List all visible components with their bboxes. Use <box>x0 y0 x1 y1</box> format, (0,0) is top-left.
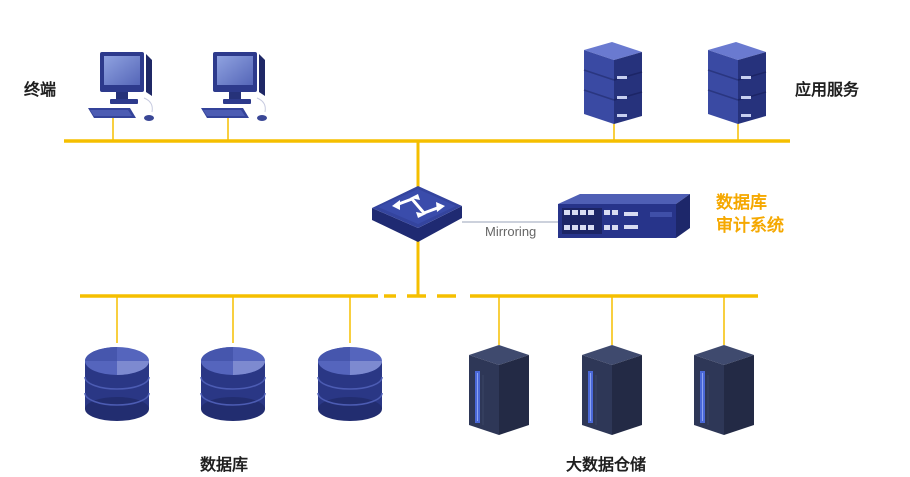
database-cylinder-icon <box>317 346 383 422</box>
server-tower-icon <box>707 41 767 125</box>
audit-system-label-line1: 数据库 <box>716 193 767 213</box>
audit-appliance-icon <box>558 194 690 238</box>
network-switch-icon <box>372 186 462 242</box>
storage-cabinet-icon <box>468 344 530 436</box>
big-data-storage-label: 大数据仓储 <box>566 455 647 474</box>
mirroring-label: Mirroring <box>485 224 537 239</box>
server-tower-icon <box>583 41 643 125</box>
database-cylinder-icon <box>200 346 266 422</box>
terminal-label: 终端 <box>24 80 57 99</box>
storage-cabinet-icon <box>581 344 643 436</box>
desktop-computer-icon <box>87 51 155 122</box>
app-service-label: 应用服务 <box>795 80 860 99</box>
desktop-computer-icon <box>200 51 268 122</box>
audit-system-label-line2: 审计系统 <box>716 216 784 236</box>
storage-cabinet-icon <box>693 344 755 436</box>
database-group-label: 数据库 <box>200 455 249 474</box>
database-cylinder-icon <box>84 346 150 422</box>
